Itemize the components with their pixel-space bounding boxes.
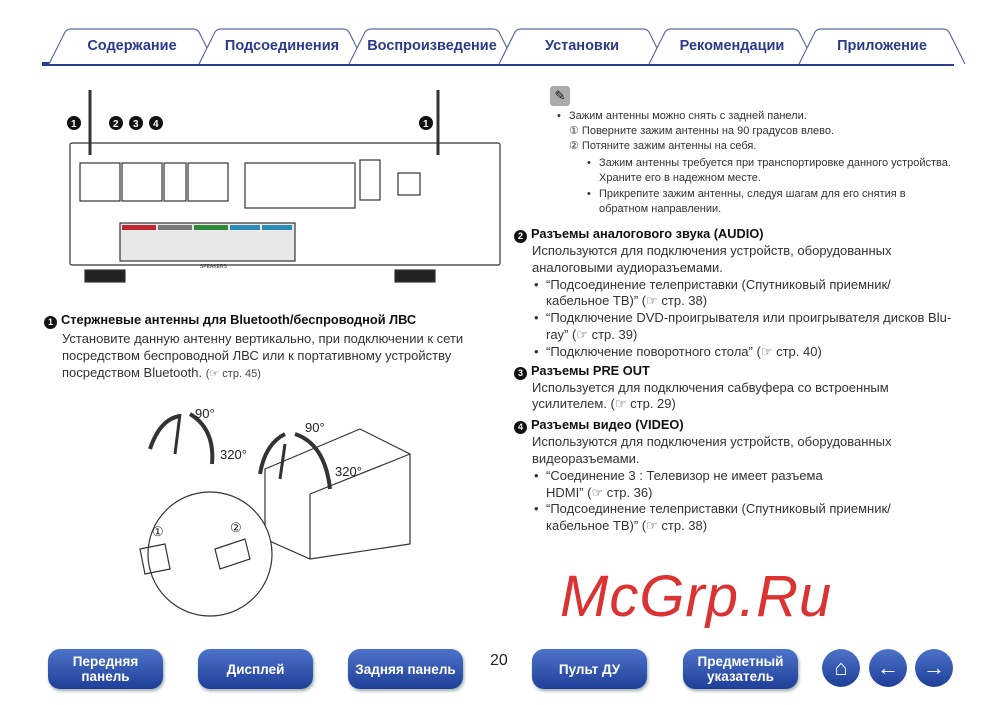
speaker-colors — [122, 225, 292, 230]
angle-label: 90° — [195, 406, 215, 421]
forward-arrow-icon[interactable]: → — [915, 649, 953, 687]
antenna-rotation-illustration: 90° 320° 90° 320° ① ② — [139, 406, 411, 617]
section-link[interactable]: “Подсоединение телеприставки (Спутниковы… — [532, 501, 954, 535]
tab-label: Подсоединения — [224, 38, 340, 54]
section-link[interactable]: “Подключение DVD-проигрывателя или проиг… — [532, 310, 954, 344]
tab-1[interactable]: Подсоединения — [197, 28, 367, 64]
page-ref-link[interactable]: (☞ стр. 45) — [205, 367, 261, 380]
note-sub: Зажим антенны требуется при транспортиро… — [585, 156, 955, 186]
top-tabs: Содержание Подсоединения Воспроизведение Ус… — [42, 28, 966, 66]
section-body: Используются для подключения устройств, … — [532, 434, 892, 466]
marker: 1 — [71, 119, 77, 130]
marker: 1 — [423, 119, 429, 130]
tab-4[interactable]: Рекомендации — [647, 28, 817, 64]
section-body: Используются для подключения устройств, … — [532, 243, 892, 275]
section-body: Используется для подключения сабвуфера с… — [532, 379, 889, 412]
note-sub: Прикрепите зажим антенны, следуя шагам д… — [585, 187, 955, 217]
tab-label: Приложение — [837, 38, 927, 54]
marker: 2 — [113, 119, 119, 130]
tab-label: Рекомендации — [679, 38, 785, 54]
angle-label: 320° — [220, 447, 247, 462]
back-arrow-icon[interactable]: ← — [869, 649, 907, 687]
section-link[interactable]: “Подключение поворотного стола” (☞ стр. … — [532, 344, 954, 361]
tab-5[interactable]: Приложение — [797, 28, 967, 64]
tab-2[interactable]: Воспроизведение — [347, 28, 517, 64]
remote-control-button[interactable]: Пульт ДУ — [532, 649, 647, 689]
rear-panel-button[interactable]: Задняя панель — [348, 649, 463, 689]
note-icon: ✎ — [550, 86, 570, 106]
note-step: ① Поверните зажим антенны на 90 градусов… — [569, 125, 835, 137]
antenna-heading: Стержневые антенны для Bluetooth/беспров… — [61, 312, 417, 327]
rear-panel-diagram: SPEAKERS 1 2 3 4 1 — [67, 90, 501, 283]
note-block: Зажим антенны можно снять с задней панел… — [555, 109, 955, 217]
speakers-label: SPEAKERS — [200, 264, 228, 270]
watermark: McGrp.Ru — [560, 564, 833, 629]
home-icon[interactable]: ⌂ — [822, 649, 860, 687]
tab-label: Установки — [544, 38, 620, 54]
tab-0[interactable]: Содержание — [47, 28, 217, 64]
antenna-body: Установите данную антенну вертикально, п… — [62, 331, 464, 380]
angle-label: 320° — [335, 464, 362, 479]
section-heading: Разъемы аналогового звука (AUDIO) — [531, 226, 764, 241]
marker: 4 — [514, 421, 527, 435]
tab-underline — [42, 62, 954, 66]
sections: 2 Разъемы аналогового звука (AUDIO) Испол… — [514, 226, 954, 535]
section-link[interactable]: “Соединение 3 : Телевизор не имеет разъе… — [532, 468, 852, 502]
tab-label: Воспроизведение — [367, 38, 497, 54]
marker-1: 1 — [44, 316, 57, 329]
section-heading: Разъемы PRE OUT — [531, 362, 650, 378]
index-button[interactable]: Предметный указатель — [683, 649, 798, 689]
note-main: Зажим антенны можно снять с задней панел… — [555, 109, 955, 124]
section-link[interactable]: “Подсоединение телеприставки (Спутниковы… — [532, 277, 954, 311]
step-label: ② — [230, 520, 242, 535]
page-number: 20 — [490, 652, 508, 669]
tab-3[interactable]: Установки — [497, 28, 667, 64]
tab-label: Содержание — [87, 38, 177, 54]
marker: 3 — [133, 119, 139, 130]
section-heading: Разъемы видео (VIDEO) — [531, 417, 684, 433]
marker: 3 — [514, 366, 527, 380]
front-panel-button[interactable]: Передняя панель — [48, 649, 163, 689]
display-button[interactable]: Дисплей — [198, 649, 313, 689]
note-step: ② Потяните зажим антенны на себя. — [569, 140, 757, 152]
marker: 4 — [153, 119, 159, 130]
antenna-section: 1 Стержневые антенны для Bluetooth/беспро… — [44, 312, 506, 382]
angle-label: 90° — [305, 420, 325, 435]
marker: 2 — [514, 230, 527, 243]
step-label: ① — [152, 524, 164, 539]
